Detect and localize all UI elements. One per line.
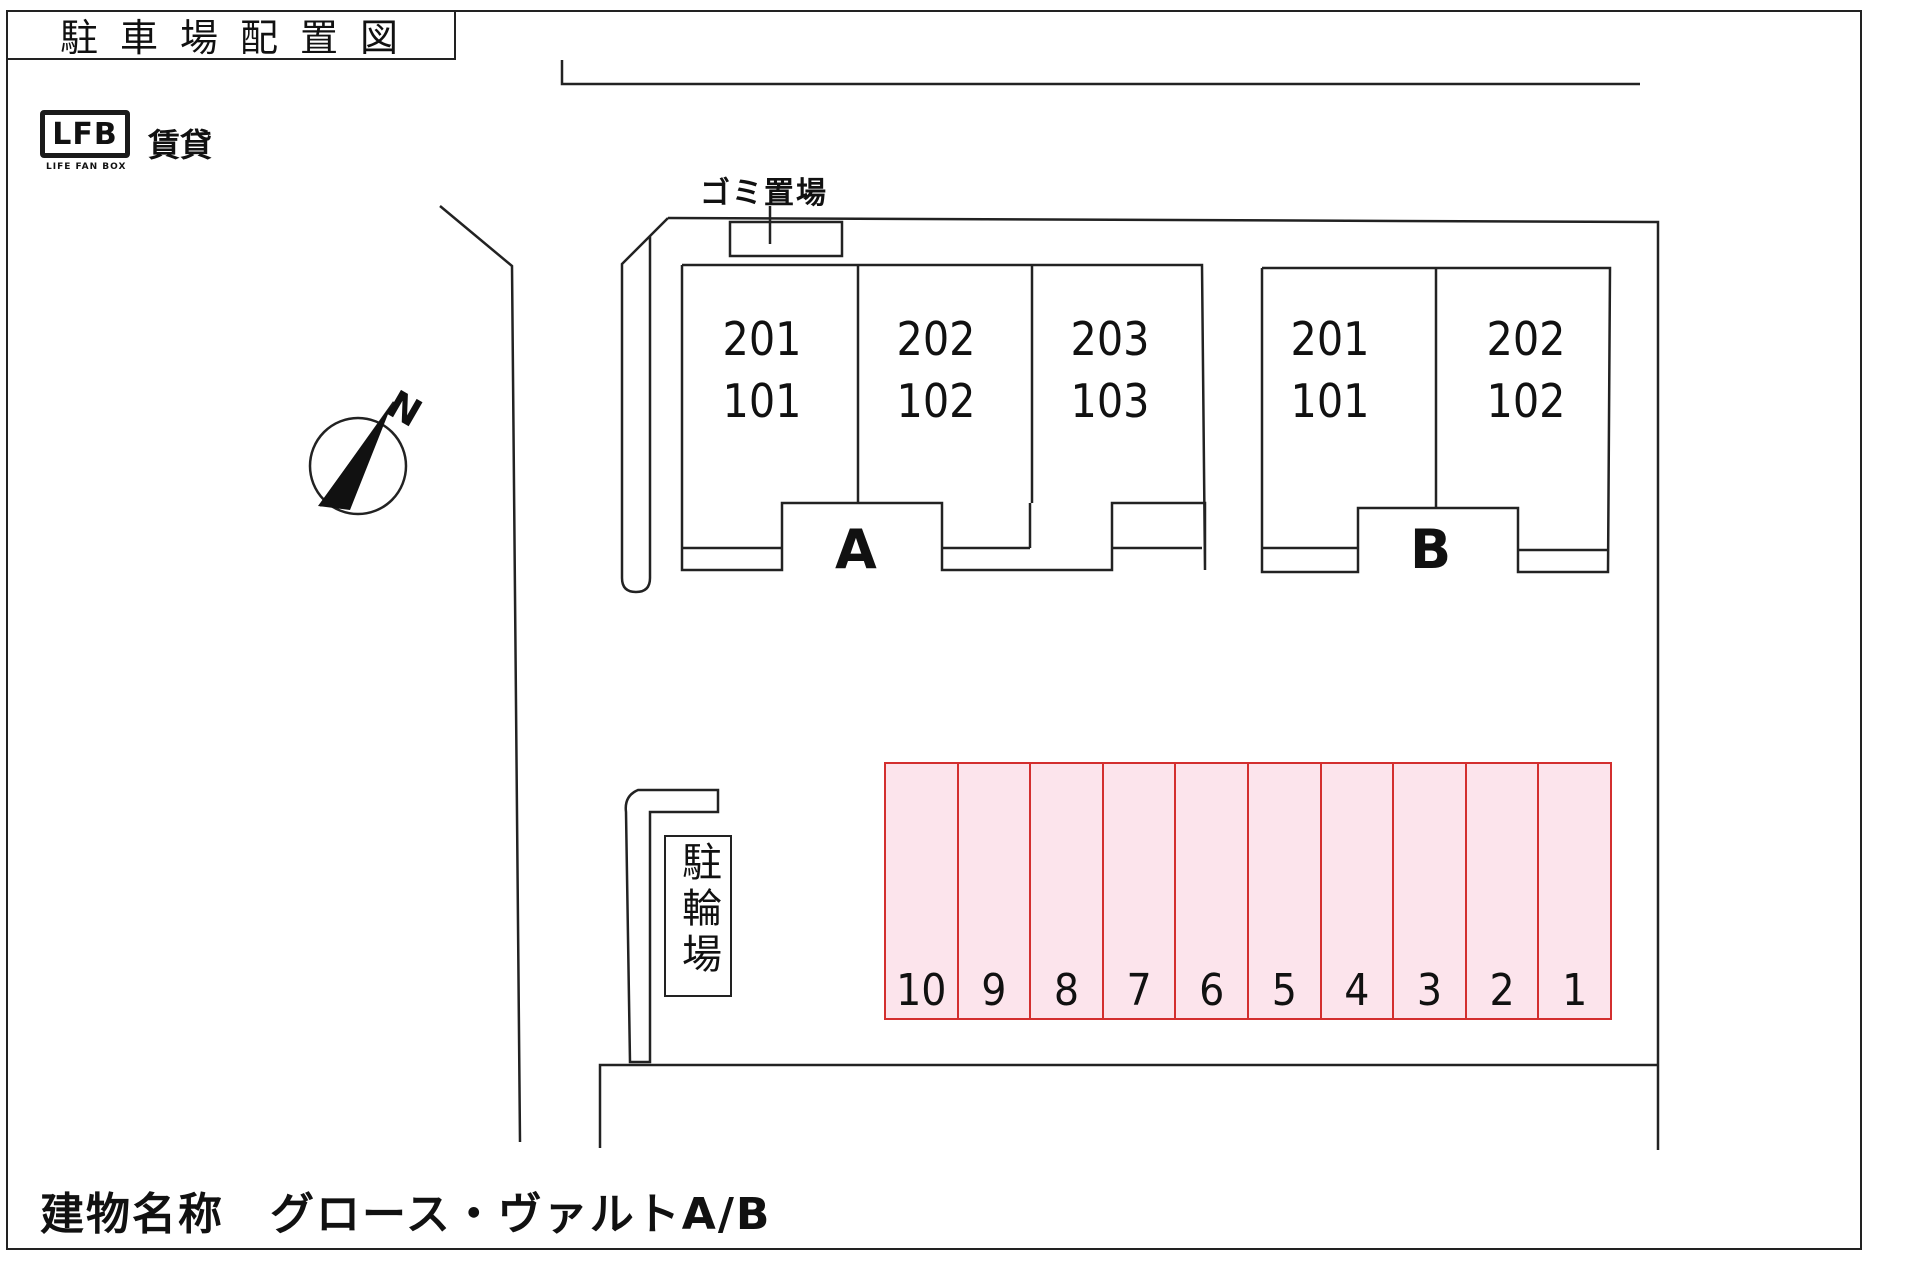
unit-a3: 203 103 bbox=[1040, 308, 1180, 432]
unit-upper: 202 bbox=[896, 312, 976, 366]
building-b-outline bbox=[1260, 266, 1612, 574]
unit-upper: 201 bbox=[1290, 312, 1370, 366]
parking-slot-number: 7 bbox=[1126, 965, 1152, 1016]
page-title: 駐車場配置図 bbox=[6, 10, 456, 60]
parking-slot: 2 bbox=[1464, 762, 1540, 1020]
unit-b2: 202 102 bbox=[1456, 308, 1596, 432]
unit-lower: 103 bbox=[1070, 374, 1150, 428]
logo-mark: LFB bbox=[40, 110, 130, 158]
unit-upper: 201 bbox=[722, 312, 802, 366]
parking-slot-number: 4 bbox=[1344, 965, 1370, 1016]
parking-slot: 7 bbox=[1101, 762, 1177, 1020]
unit-upper: 203 bbox=[1070, 312, 1150, 366]
bicycle-parking: 駐輪場 bbox=[664, 835, 732, 997]
unit-b1: 201 101 bbox=[1260, 308, 1400, 432]
garbage-label: ゴミ置場 bbox=[700, 176, 828, 211]
unit-a2: 202 102 bbox=[866, 308, 1006, 432]
parking-slot: 3 bbox=[1392, 762, 1467, 1020]
parking-slot: 10 bbox=[884, 762, 959, 1020]
building-b-label: B bbox=[1410, 518, 1452, 581]
lot-boundary bbox=[667, 216, 1660, 1150]
parking-slot: 4 bbox=[1319, 762, 1395, 1020]
left-road-line bbox=[439, 205, 522, 1143]
map-frame bbox=[6, 10, 1862, 1250]
compass-needle bbox=[318, 404, 392, 510]
curb-bike bbox=[624, 788, 720, 1064]
parking-slot: 6 bbox=[1174, 762, 1249, 1020]
top-road-line bbox=[560, 60, 1640, 86]
bicycle-label: 駐輪場 bbox=[675, 841, 721, 979]
parking-slot-number: 10 bbox=[896, 965, 947, 1016]
parking-slot-number: 9 bbox=[981, 965, 1007, 1016]
parking-slot-number: 6 bbox=[1199, 965, 1225, 1016]
parking-slot: 1 bbox=[1537, 762, 1612, 1020]
unit-lower: 101 bbox=[1290, 374, 1370, 428]
curb-a bbox=[620, 217, 669, 594]
parking-slot-number: 2 bbox=[1489, 965, 1515, 1016]
unit-a1: 201 101 bbox=[692, 308, 832, 432]
parking-slot: 5 bbox=[1247, 762, 1322, 1020]
parking-slot-number: 5 bbox=[1271, 965, 1297, 1016]
lfb-logo: LFB LIFE FAN BOX 賃貸 bbox=[40, 110, 230, 180]
building-a-label: A bbox=[835, 518, 877, 581]
parking-slot-number: 1 bbox=[1562, 965, 1588, 1016]
unit-lower: 102 bbox=[896, 374, 976, 428]
parking-slot: 9 bbox=[956, 762, 1032, 1020]
unit-lower: 101 bbox=[722, 374, 802, 428]
building-name: 建物名称 グロース・ヴァルトA/B bbox=[40, 1189, 772, 1240]
logo-kanji: 賃貸 bbox=[148, 126, 213, 164]
bottom-lot-line bbox=[598, 1063, 1658, 1148]
parking-slot: 8 bbox=[1029, 762, 1104, 1020]
compass-circle bbox=[308, 416, 408, 516]
garbage-area bbox=[728, 220, 844, 258]
logo-subtitle: LIFE FAN BOX bbox=[46, 162, 127, 172]
parking-slot-number: 8 bbox=[1053, 965, 1080, 1016]
building-a-outline bbox=[680, 263, 1207, 572]
unit-lower: 102 bbox=[1486, 374, 1566, 428]
unit-upper: 202 bbox=[1486, 312, 1566, 366]
parking-slot-number: 3 bbox=[1416, 965, 1443, 1016]
